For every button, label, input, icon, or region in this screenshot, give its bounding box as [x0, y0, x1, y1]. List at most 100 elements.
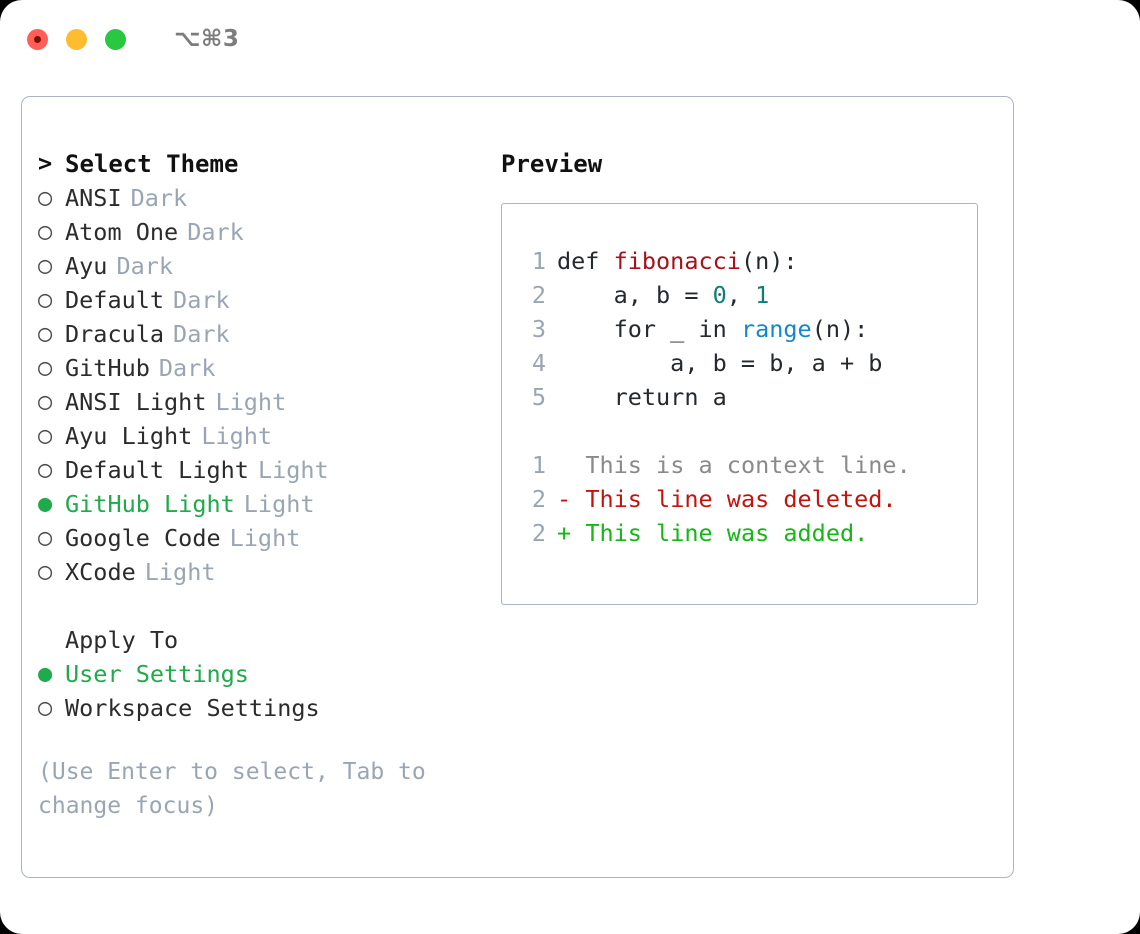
- diff-sign-gap: [571, 519, 585, 547]
- code-token: def: [557, 247, 614, 275]
- code-token: a, b = b, a + b: [557, 349, 883, 377]
- minimize-button-icon[interactable]: [66, 28, 87, 50]
- theme-name-label: Ayu Light: [65, 422, 193, 450]
- theme-name-label: ANSI: [65, 184, 122, 212]
- theme-variant-badge: Dark: [158, 354, 216, 382]
- theme-variant-badge: Light: [201, 422, 273, 450]
- radio-unselected-icon[interactable]: ○: [38, 455, 53, 484]
- apply-to-marker-spacer: [38, 628, 65, 652]
- radio-unselected-icon[interactable]: ○: [38, 421, 53, 450]
- theme-variant-badge: Light: [257, 456, 329, 484]
- title-bar: ⌥⌘3: [0, 0, 1140, 78]
- diff-line-text: This is a context line.: [585, 451, 911, 479]
- diff-line: 2- This line was deleted.: [522, 482, 977, 516]
- theme-list-item[interactable]: ○ Ayu Light Light: [38, 419, 488, 453]
- keyboard-hint-text: (Use Enter to select, Tab to change focu…: [38, 759, 440, 819]
- code-token: for _ in: [557, 315, 741, 343]
- theme-name-label: GitHub Light: [65, 490, 235, 518]
- code-token: return a: [557, 383, 727, 411]
- apply-to-list: ● User Settings ○ Workspace Settings: [38, 657, 488, 725]
- theme-list-item[interactable]: ○ Dracula Dark: [38, 317, 488, 351]
- radio-unselected-icon[interactable]: ○: [38, 285, 53, 314]
- radio-unselected-icon[interactable]: ○: [38, 387, 53, 416]
- list-spacer: [38, 589, 488, 623]
- code-line: 3 for _ in range(n):: [522, 312, 977, 346]
- theme-name-label: GitHub: [65, 354, 150, 382]
- apply-to-label: Workspace Settings: [65, 694, 320, 722]
- radio-unselected-icon[interactable]: ○: [38, 353, 53, 382]
- prompt-caret-icon: >: [38, 149, 53, 178]
- code-diff-spacer: [522, 414, 977, 448]
- theme-name-label: Default: [65, 286, 165, 314]
- code-token: (n):: [811, 315, 869, 343]
- diff-sign: +: [557, 519, 572, 547]
- code-token: (n):: [740, 247, 798, 275]
- code-line-text: def fibonacci(n):: [557, 247, 798, 275]
- radio-unselected-icon[interactable]: ○: [38, 693, 53, 722]
- apply-to-title: Apply To: [65, 626, 179, 654]
- diff-line-number: 2: [531, 485, 546, 513]
- theme-variant-badge: Dark: [187, 218, 244, 246]
- theme-list-item[interactable]: ○ GitHub Dark: [38, 351, 488, 385]
- traffic-light-group: [27, 28, 126, 50]
- theme-list-item[interactable]: ○ Default Dark: [38, 283, 488, 317]
- theme-list-item[interactable]: ● GitHub Light Light: [38, 487, 488, 521]
- keyboard-shortcut-label: ⌥⌘3: [174, 26, 240, 52]
- code-line-text: a, b = b, a + b: [557, 349, 882, 377]
- apply-to-item[interactable]: ○ Workspace Settings: [38, 691, 488, 725]
- radio-selected-icon[interactable]: ●: [38, 489, 53, 518]
- theme-variant-badge: Dark: [173, 320, 230, 348]
- code-token: range: [740, 315, 812, 343]
- theme-list-item[interactable]: ○ Atom One Dark: [38, 215, 488, 249]
- radio-selected-icon[interactable]: ●: [38, 659, 53, 688]
- diff-sample: 1 This is a context line.2- This line wa…: [522, 448, 977, 550]
- theme-name-label: Atom One: [65, 218, 179, 246]
- theme-name-label: Google Code: [65, 524, 221, 552]
- code-line: 2 a, b = 0, 1: [522, 278, 977, 312]
- theme-picker-header: > Select Theme: [38, 147, 488, 181]
- radio-unselected-icon[interactable]: ○: [38, 251, 53, 280]
- zoom-button-icon[interactable]: [105, 28, 126, 50]
- diff-line-text: This line was added.: [585, 519, 869, 547]
- code-line-text: return a: [557, 383, 727, 411]
- diff-sign: [557, 451, 571, 479]
- diff-sign-gap: [571, 485, 585, 513]
- code-line: 5 return a: [522, 380, 977, 414]
- radio-unselected-icon[interactable]: ○: [38, 183, 53, 212]
- theme-variant-badge: Light: [243, 490, 315, 518]
- code-line-text: for _ in range(n):: [557, 315, 869, 343]
- radio-unselected-icon[interactable]: ○: [38, 523, 53, 552]
- code-line-number: 4: [531, 349, 546, 377]
- code-token: 0: [712, 281, 727, 309]
- apply-to-item[interactable]: ● User Settings: [38, 657, 488, 691]
- theme-name-label: Ayu: [65, 252, 108, 280]
- theme-variant-badge: Dark: [173, 286, 230, 314]
- radio-unselected-icon[interactable]: ○: [38, 557, 53, 586]
- theme-variant-badge: Dark: [116, 252, 174, 280]
- theme-name-label: ANSI Light: [65, 388, 207, 416]
- theme-name-label: XCode: [65, 558, 136, 586]
- diff-sign-gap: [571, 451, 585, 479]
- code-token: 1: [755, 281, 770, 309]
- radio-unselected-icon[interactable]: ○: [38, 319, 53, 348]
- radio-unselected-icon[interactable]: ○: [38, 217, 53, 246]
- code-line-text: a, b = 0, 1: [557, 281, 770, 309]
- apply-to-label: User Settings: [65, 660, 249, 688]
- code-line-number: 2: [531, 281, 546, 309]
- theme-list-item[interactable]: ○ Ayu Dark: [38, 249, 488, 283]
- close-button-icon[interactable]: [27, 28, 48, 50]
- diff-line: 2+ This line was added.: [522, 516, 977, 550]
- theme-name-label: Dracula: [65, 320, 165, 348]
